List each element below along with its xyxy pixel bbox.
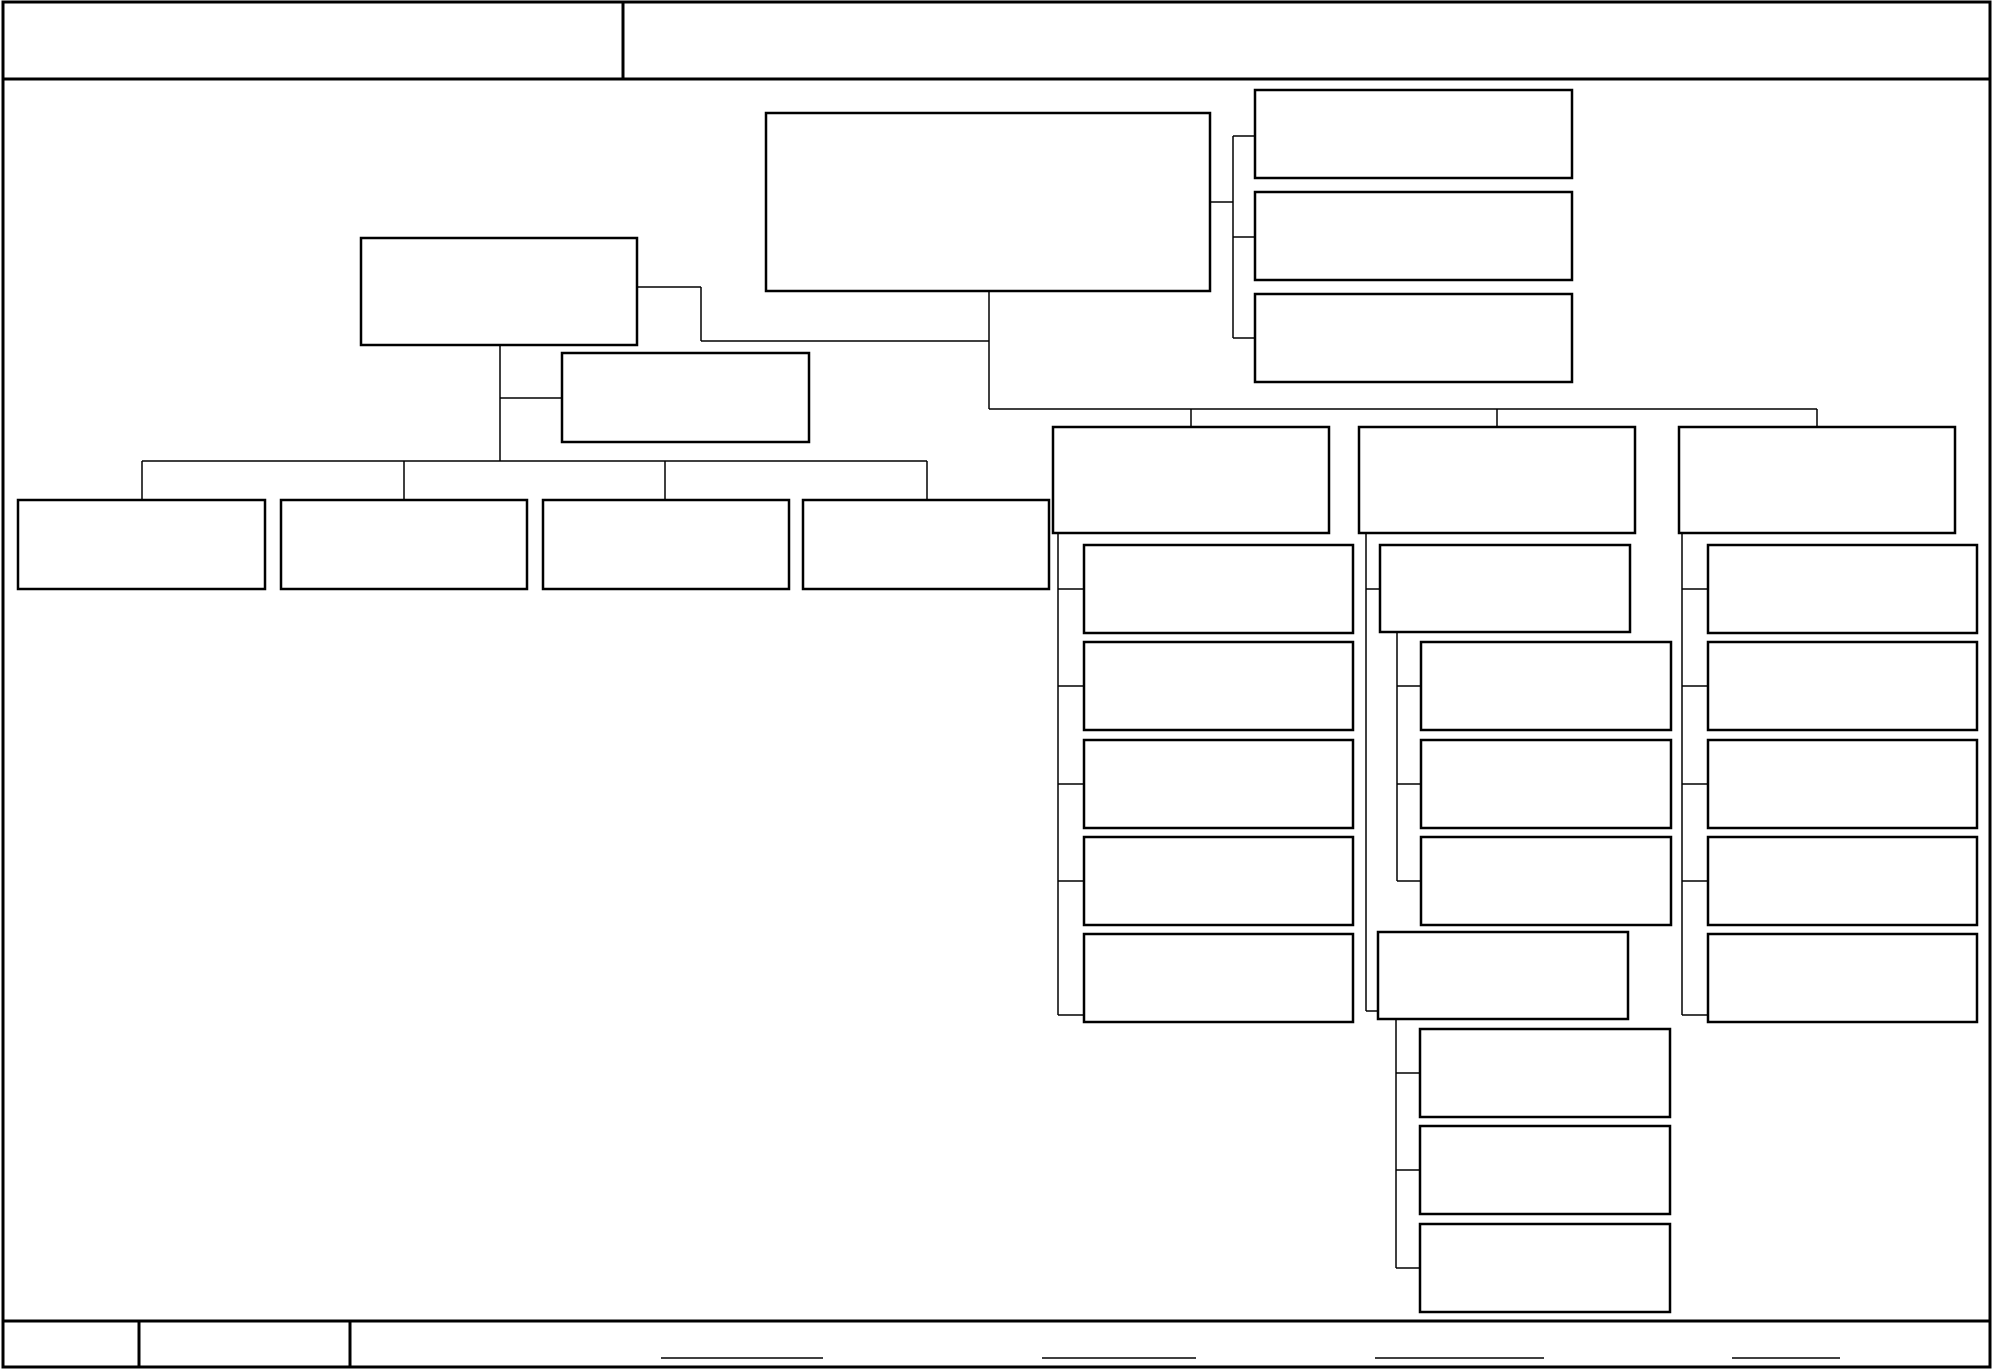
staff-box bbox=[1253, 292, 1574, 384]
branch-unit-box bbox=[279, 498, 529, 591]
department-unit-box bbox=[1706, 932, 1979, 1024]
group-unit-box bbox=[1419, 738, 1673, 830]
group-box bbox=[1378, 543, 1632, 634]
group-unit-box bbox=[1418, 1222, 1672, 1314]
department-unit-box bbox=[1706, 835, 1979, 927]
group-box bbox=[1376, 930, 1630, 1021]
root-box bbox=[764, 111, 1212, 293]
department-unit-box bbox=[1082, 738, 1355, 830]
branch-head-box bbox=[359, 236, 639, 347]
staff-box bbox=[1253, 190, 1574, 282]
department-unit-box bbox=[1706, 543, 1979, 635]
branch-unit-box bbox=[801, 498, 1051, 591]
department-unit-box bbox=[1082, 932, 1355, 1024]
branch-unit-box bbox=[541, 498, 791, 591]
group-unit-box bbox=[1418, 1124, 1672, 1216]
department-unit-box bbox=[1706, 640, 1979, 732]
group-unit-box bbox=[1418, 1027, 1672, 1119]
department-box bbox=[1677, 425, 1957, 535]
department-unit-box bbox=[1082, 640, 1355, 732]
connector-lines bbox=[141, 135, 1818, 1269]
department-box bbox=[1051, 425, 1331, 535]
department-box bbox=[1357, 425, 1637, 535]
group-unit-box bbox=[1419, 640, 1673, 732]
department-unit-box bbox=[1706, 738, 1979, 830]
department-unit-box bbox=[1082, 835, 1355, 927]
branch-unit-box bbox=[16, 498, 267, 591]
department-unit-box bbox=[1082, 543, 1355, 635]
group-unit-box bbox=[1419, 835, 1673, 927]
branch-assistant-box bbox=[560, 351, 811, 444]
staff-box bbox=[1253, 88, 1574, 180]
